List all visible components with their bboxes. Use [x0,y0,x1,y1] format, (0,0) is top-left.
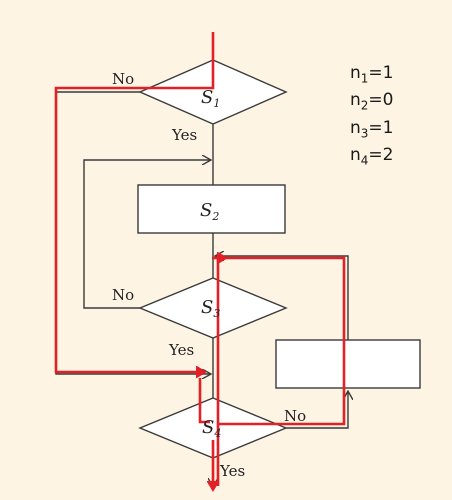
count-n2: n2=0 [350,90,394,113]
label-no-s4: No [284,407,306,425]
node-label-s1: S1 [201,87,220,110]
count-n1: n1=1 [350,63,394,86]
count-n3: n3=1 [350,117,394,141]
decision-s1 [138,59,288,125]
execution-counts: n1=1 n2=0 n3=1 n4=2 [350,62,393,172]
count-n4: n4=2 [350,145,394,168]
label-no-s1: No [112,70,134,88]
process-empty-box [275,339,421,389]
node-label-s2: S2 [200,200,219,223]
label-yes-s1: Yes [171,126,197,144]
node-label-s3: S3 [201,297,220,320]
label-no-s3: No [112,286,134,304]
label-yes-s4: Yes [219,462,245,480]
label-yes-s3: Yes [168,341,194,359]
node-label-s4: S4 [202,417,221,440]
decision-s3 [138,277,288,339]
red-traversal-path [54,32,346,490]
process-s2 [137,184,286,234]
